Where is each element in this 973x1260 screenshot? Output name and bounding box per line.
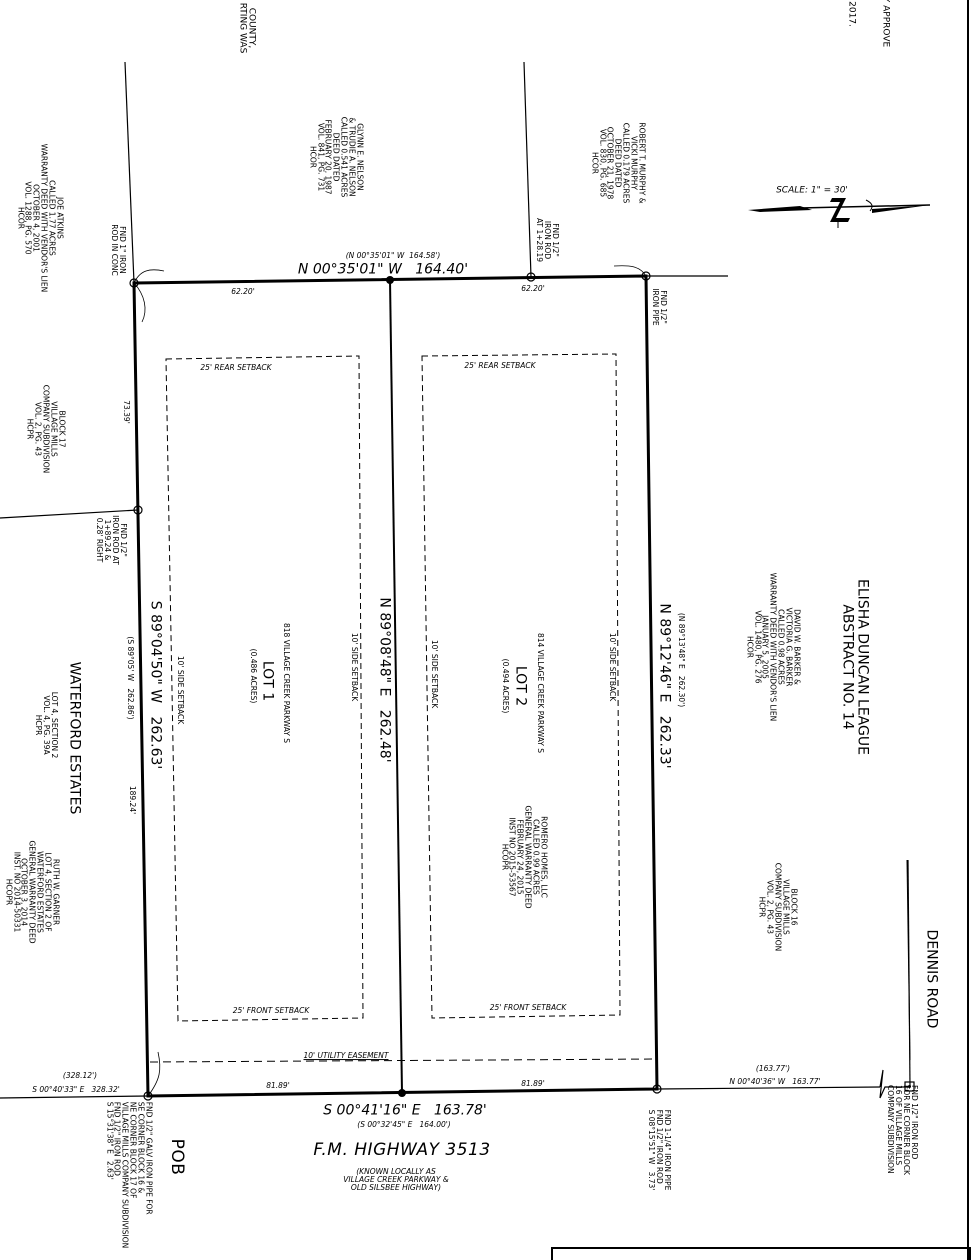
adjoiner-murphy: ROBERT T. MURPHY & VICKI MURPHY CALLED 0… (590, 122, 647, 204)
east-call: N 89°12'46" E 262.33' (656, 603, 673, 769)
north-call: N 00°35'01" W 164.40' (297, 261, 469, 278)
sw-call: S 00°40'33" E 328.32' (32, 1085, 120, 1095)
middle-call: N 89°08'48" E 262.48' (376, 597, 393, 763)
adjoiner-block17: BLOCK 17 VILLAGE MILLS COMPANY SUBDIVISI… (26, 384, 67, 474)
north-arrow-icon (748, 198, 931, 228)
west-seg2: 189.24' (127, 785, 137, 815)
league-label: ELISHA DUNCAN LEAGUE ABSTRACT NO. 14 (840, 579, 871, 755)
highway-label: F.M. HIGHWAY 3513 (313, 1140, 491, 1161)
west-call: S 89°04'50" W 262.63' (147, 600, 164, 770)
adjoiner-block16: BLOCK 16 VILLAGE MILLS COMPANY SUBDIVISI… (758, 862, 799, 952)
monument-n-mid: FND 1/2" IRON ROD AT 1+28.19 (535, 217, 560, 263)
monument-pob: FND 1/2" GALV IRON PIPE FOR SE CORNER BL… (105, 1101, 154, 1249)
adjoiner-joe-atkins: JOE ATKINS CALLED 1.77 ACRES WARRANTY DE… (16, 143, 65, 293)
adjoiner-garner: RUTH W. GARNER LOT 4, SECTION 2 OF WATER… (4, 840, 61, 944)
se-record-call: (163.77') (755, 1064, 791, 1074)
lot1-acres: (0.486 ACRES) (248, 648, 258, 704)
sw-record-call: (328.12') (62, 1071, 98, 1081)
lot1-rear-setback: 25' REAR SETBACK (200, 363, 272, 373)
east-record-call: (N 89°13'48" E 262.30') (676, 612, 686, 708)
adjoiner-nelson: GLYNN E. NELSON & TRUDIE A. NELSON CALLE… (308, 116, 365, 198)
approve-fragment: Y APPROVE (880, 0, 891, 48)
highway-note: (KNOWN LOCALLY AS VILLAGE CREEK PARKWAY … (343, 1167, 449, 1192)
lot1-address: 818 VILLAGE CREEK PARKWAY S (281, 622, 291, 744)
lot2-address: 814 VILLAGE CREEK PARKWAY S (535, 632, 545, 754)
north-seg1: 62.20' (231, 287, 255, 297)
west-record-call: (S 89°05' W 262.86') (125, 636, 135, 720)
lot2-rear-setback: 25' REAR SETBACK (464, 361, 536, 371)
county-fragment: COUNTY, RTING WAS (237, 2, 257, 54)
lot2-name: LOT 2 (512, 665, 529, 707)
lot1-side-setback-east: 10' SIDE SETBACK (349, 632, 359, 702)
scale-label: SCALE: 1" = 30' (776, 185, 848, 196)
north-seg2: 62.20' (521, 284, 545, 294)
dennis-road-label: DENNIS ROAD (923, 929, 940, 1029)
south-seg2: 81.89' (521, 1079, 545, 1089)
lot2-front-setback: 25' FRONT SETBACK (489, 1003, 567, 1013)
west-seg1: 73.39' (121, 400, 131, 424)
monument-nw: FND 1" IRON ROD IN CONC (110, 224, 127, 276)
north-record-call: (N 00°35'01" W 164.58') (345, 251, 441, 261)
south-call: S 00°41'16" E 163.78' (323, 1102, 487, 1119)
monument-se: FND 1-1/4" IRON PIPE FND 1/2" IRON ROD S… (647, 1109, 672, 1191)
utility-easement-label: 10' UTILITY EASEMENT (303, 1051, 389, 1061)
waterford-sub-label: LOT 4, SECTION 2 VOL. 4, PG. 39A HCPR (34, 691, 59, 759)
title-block (551, 1247, 971, 1260)
south-record-call: (S 00°32'45" E 164.00') (357, 1120, 451, 1130)
south-seg1: 81.89' (266, 1081, 290, 1091)
lot1-name: LOT 1 (259, 660, 276, 702)
waterford-estates-label: WATERFORD ESTATES (66, 661, 83, 815)
monument-w-mid: FND 1/2" IRON ROD AT 1+89.24 & 0.28' RIG… (95, 515, 128, 565)
pob-label: POB (166, 1138, 187, 1176)
monument-far-se: FND 1/2" IRON ROD FOR NE CORNER BLOCK 16… (886, 1085, 919, 1175)
lot2-acres: (0.494 ACRES) (500, 658, 510, 714)
lot1-side-setback-west: 10' SIDE SETBACK (175, 655, 185, 725)
lot2-side-setback-west: 10' SIDE SETBACK (429, 639, 439, 709)
monument-ne: FND 1/2" IRON PIPE (651, 288, 668, 326)
adjoiner-romero: ROMERO HOMES, LLC CALLED 0.99 ACRES GENE… (500, 805, 549, 909)
year-fragment: 2017. (846, 1, 857, 27)
lot2-side-setback-east: 10' SIDE SETBACK (607, 632, 617, 702)
lot1-front-setback: 25' FRONT SETBACK (232, 1006, 310, 1016)
se-call: N 00°40'36" W 163.77' (729, 1077, 821, 1087)
adjoiner-barker: DAVID W. BARKER & VICTORIA G. BARKER CAL… (745, 572, 802, 722)
